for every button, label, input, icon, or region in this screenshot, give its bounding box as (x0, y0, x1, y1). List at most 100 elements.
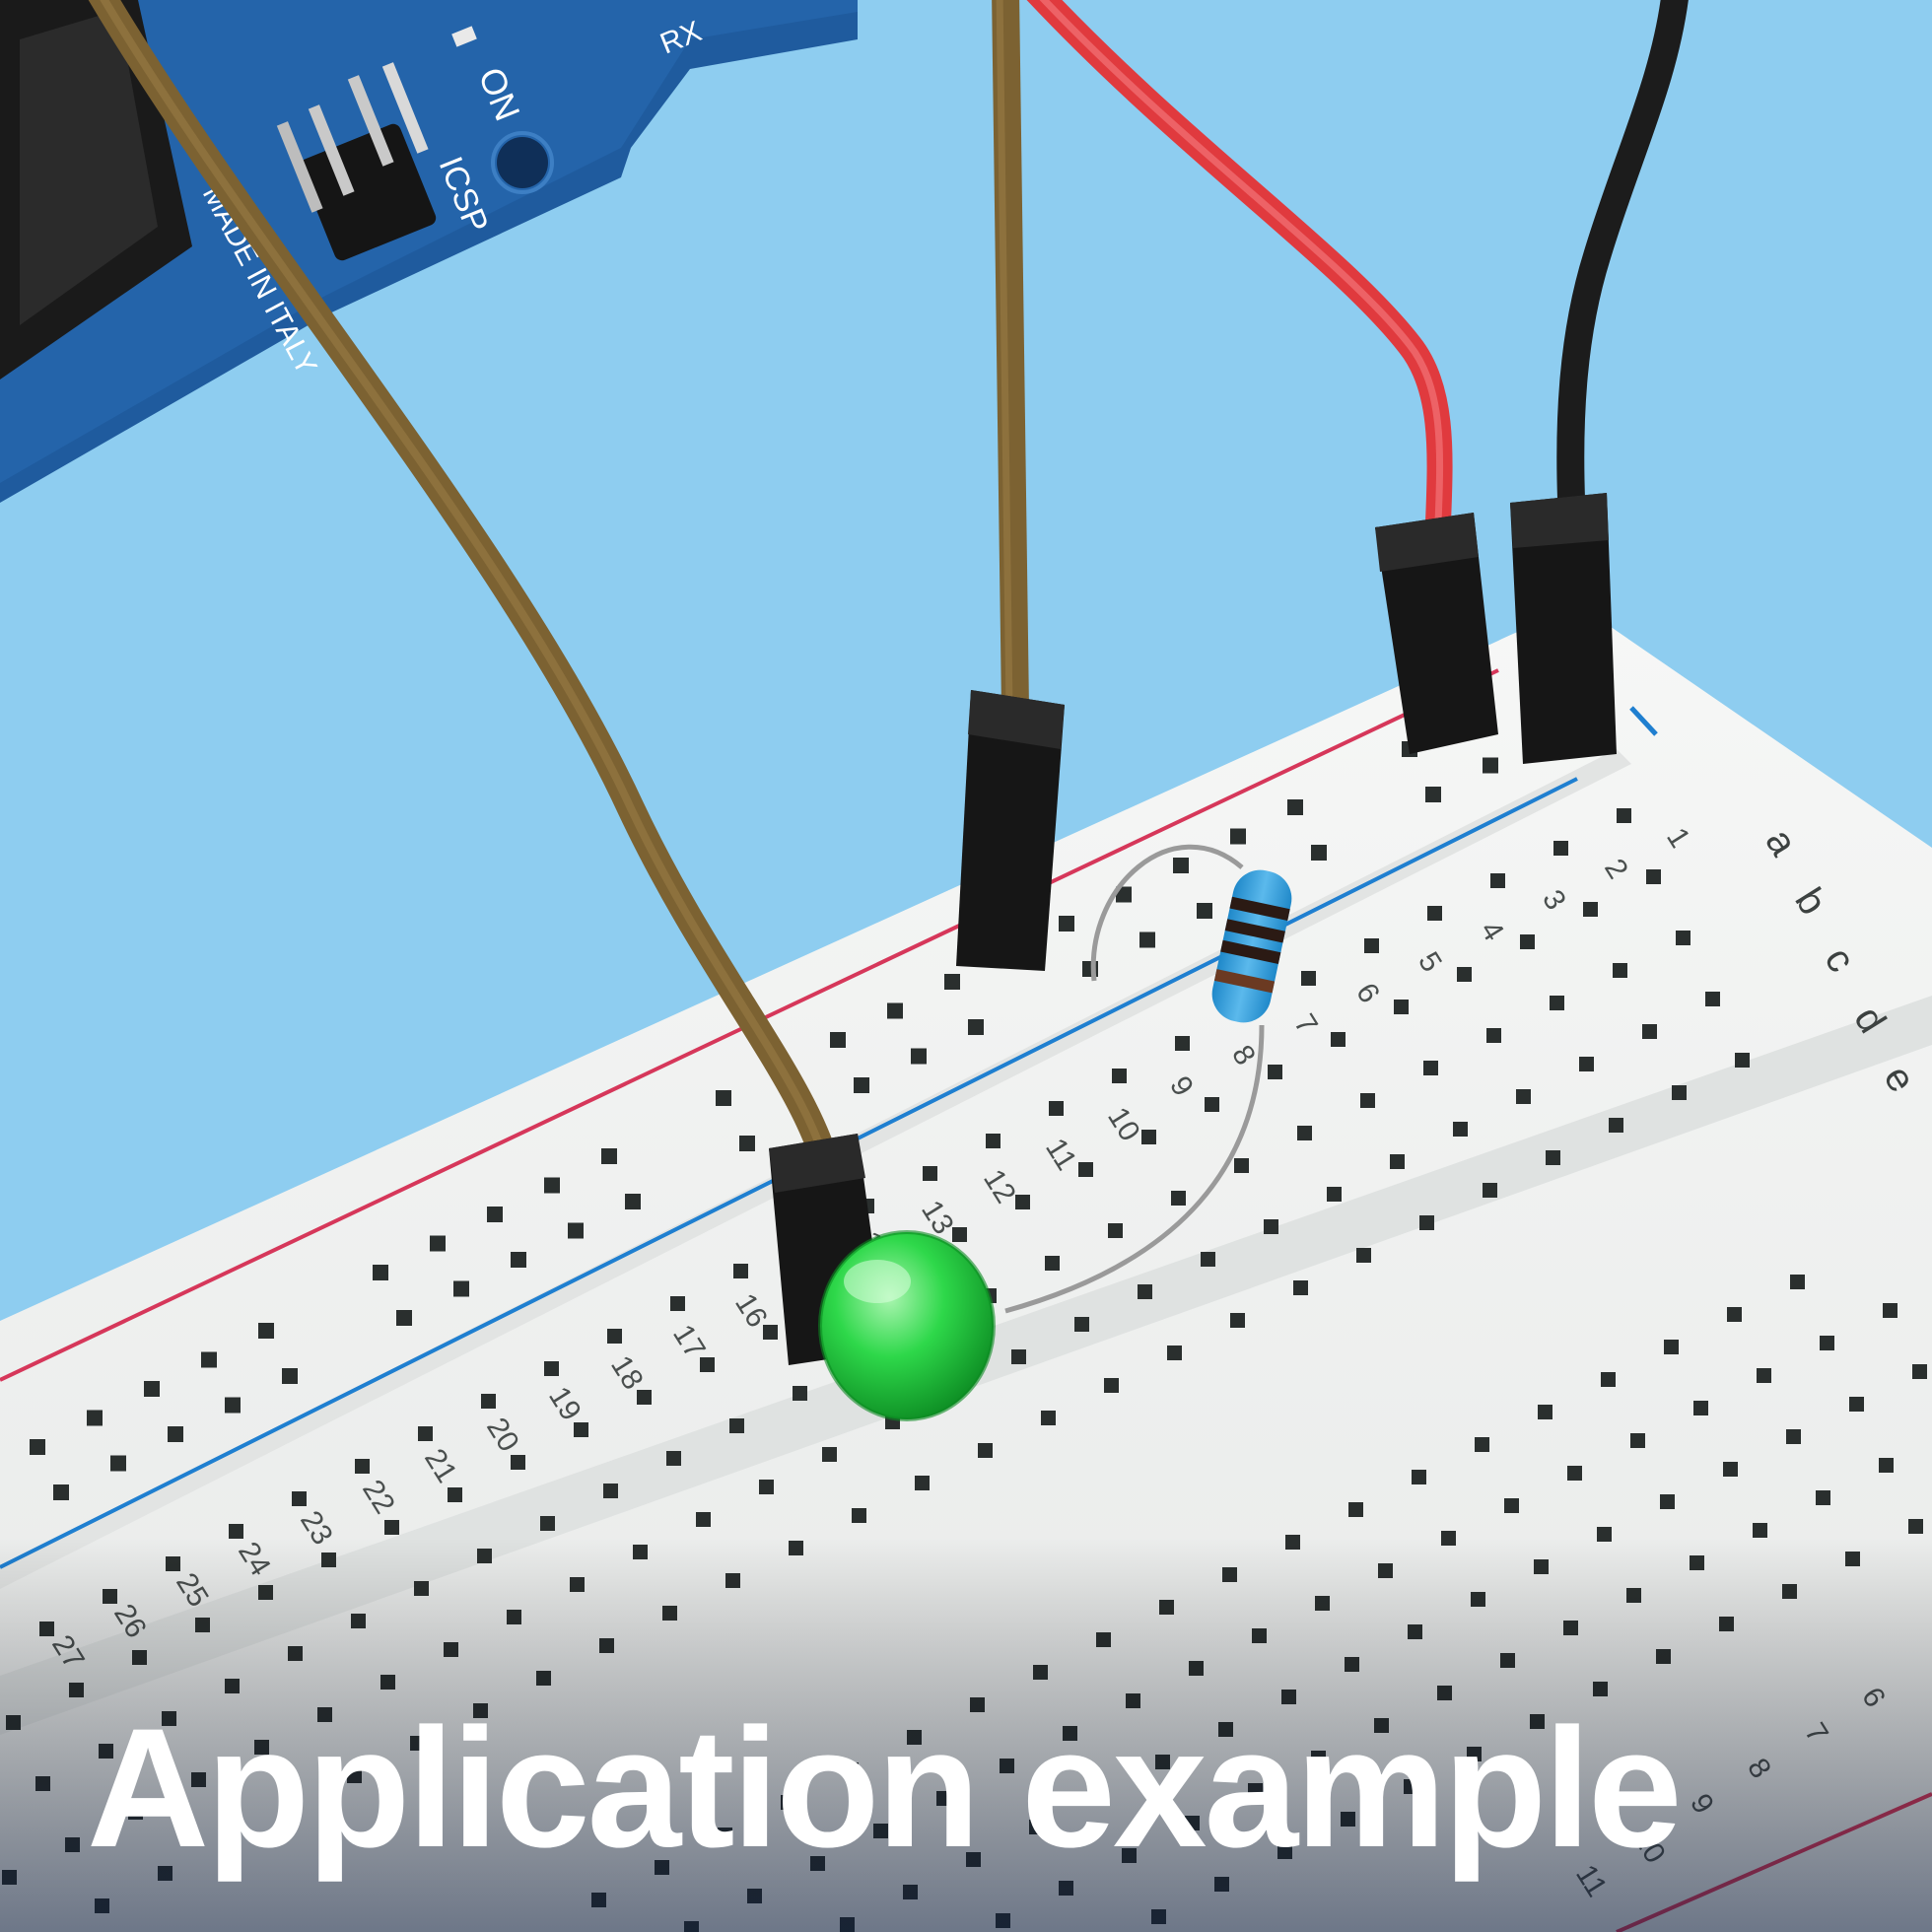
breadboard-hole (1197, 903, 1212, 919)
breadboard-hole (1816, 1490, 1830, 1505)
breadboard-hole (110, 1455, 126, 1472)
breadboard-hole (1201, 1252, 1215, 1267)
breadboard-hole (1617, 808, 1631, 823)
breadboard-hole (1908, 1519, 1923, 1534)
breadboard-hole (168, 1426, 183, 1442)
breadboard-hole (923, 1166, 937, 1181)
breadboard-hole (430, 1235, 446, 1252)
breadboard-hole (603, 1484, 618, 1498)
breadboard-hole (666, 1451, 681, 1466)
breadboard-hole (1427, 906, 1442, 921)
arduino-board: ON ICSP MADE IN ITALY RX (0, 0, 858, 503)
breadboard-hole (1550, 996, 1564, 1010)
breadboard-hole (1112, 1069, 1127, 1083)
breadboard-hole (1483, 757, 1498, 774)
breadboard-hole (396, 1310, 412, 1326)
breadboard-hole (733, 1264, 748, 1278)
breadboard-hole (53, 1484, 69, 1500)
breadboard-hole (670, 1296, 685, 1311)
breadboard-hole (282, 1368, 298, 1384)
breadboard-hole (822, 1447, 837, 1462)
breadboard-hole (1419, 1215, 1434, 1230)
breadboard-hole (1723, 1462, 1738, 1477)
breadboard-hole (1475, 1437, 1489, 1452)
breadboard-hole (1175, 1036, 1190, 1051)
breadboard-hole (1331, 1032, 1346, 1047)
breadboard-hole (1104, 1378, 1119, 1393)
breadboard-hole (1348, 1502, 1363, 1517)
caption-shade (0, 1538, 1932, 1932)
breadboard-hole (911, 1048, 927, 1065)
breadboard-hole (1546, 1150, 1560, 1165)
breadboard-hole (568, 1222, 584, 1239)
breadboard-hole (1234, 1158, 1249, 1173)
breadboard-hole (944, 974, 960, 990)
breadboard-hole (739, 1136, 755, 1151)
breadboard-hole (1074, 1317, 1089, 1332)
breadboard-hole (1356, 1248, 1371, 1263)
breadboard-hole (1486, 1028, 1501, 1043)
breadboard-hole (1646, 869, 1661, 884)
breadboard-hole (759, 1480, 774, 1494)
breadboard-hole (700, 1357, 715, 1372)
breadboard-hole (1171, 1191, 1186, 1206)
breadboard-hole (511, 1455, 525, 1470)
breadboard-hole (1490, 873, 1505, 888)
breadboard-hole (1786, 1429, 1801, 1444)
breadboard-hole (1912, 1364, 1927, 1379)
breadboard-hole (1425, 787, 1441, 802)
breadboard-hole (574, 1422, 588, 1437)
breadboard-hole (292, 1491, 307, 1506)
breadboard-hole (1727, 1307, 1742, 1322)
breadboard-hole (1735, 1053, 1750, 1068)
breadboard-hole (1230, 1313, 1245, 1328)
breadboard-hole (1820, 1336, 1834, 1350)
breadboard-hole (1045, 1256, 1060, 1271)
breadboard-hole (511, 1252, 526, 1268)
breadboard-hole (1015, 1195, 1030, 1209)
breadboard-hole (968, 1019, 984, 1035)
breadboard-hole (1297, 1126, 1312, 1140)
green-led (818, 1230, 996, 1421)
breadboard-hole (607, 1329, 622, 1344)
breadboard-hole (1360, 1093, 1375, 1108)
breadboard-hole (1457, 967, 1472, 982)
breadboard-hole (544, 1361, 559, 1376)
breadboard-hole (1141, 1130, 1156, 1144)
breadboard-hole (1173, 858, 1189, 873)
breadboard-hole (1567, 1466, 1582, 1481)
breadboard-hole (887, 1002, 903, 1019)
breadboard-hole (1553, 841, 1568, 856)
breadboard-hole (1601, 1372, 1616, 1387)
breadboard-hole (1705, 992, 1720, 1006)
breadboard-hole (986, 1134, 1000, 1148)
breadboard-hole (1264, 1219, 1278, 1234)
breadboard-hole (793, 1386, 807, 1401)
breadboard-hole (1390, 1154, 1405, 1169)
breadboard-hole (144, 1381, 160, 1397)
breadboard-hole (1520, 934, 1535, 949)
breadboard-hole (448, 1487, 462, 1502)
breadboard-hole (30, 1439, 45, 1455)
breadboard-hole (1041, 1411, 1056, 1425)
breadboard-hole (1790, 1275, 1805, 1289)
breadboard-hole (1757, 1368, 1771, 1383)
breadboard-hole (1579, 1057, 1594, 1071)
breadboard-hole (1268, 1065, 1282, 1079)
breadboard-hole (544, 1177, 560, 1194)
breadboard-hole (1583, 902, 1598, 917)
breadboard-hole (1301, 971, 1316, 986)
breadboard-hole (1078, 1162, 1093, 1177)
breadboard-hole (384, 1520, 399, 1535)
breadboard-hole (201, 1351, 217, 1368)
breadboard-hole (1167, 1346, 1182, 1360)
breadboard-hole (1423, 1061, 1438, 1075)
breadboard-hole (1538, 1405, 1552, 1419)
breadboard-hole (1642, 1024, 1657, 1039)
breadboard-hole (1660, 1494, 1675, 1509)
breadboard-hole (1453, 1122, 1468, 1137)
breadboard-hole (481, 1394, 496, 1409)
breadboard-hole (1630, 1433, 1645, 1448)
breadboard-hole (1138, 1284, 1152, 1299)
